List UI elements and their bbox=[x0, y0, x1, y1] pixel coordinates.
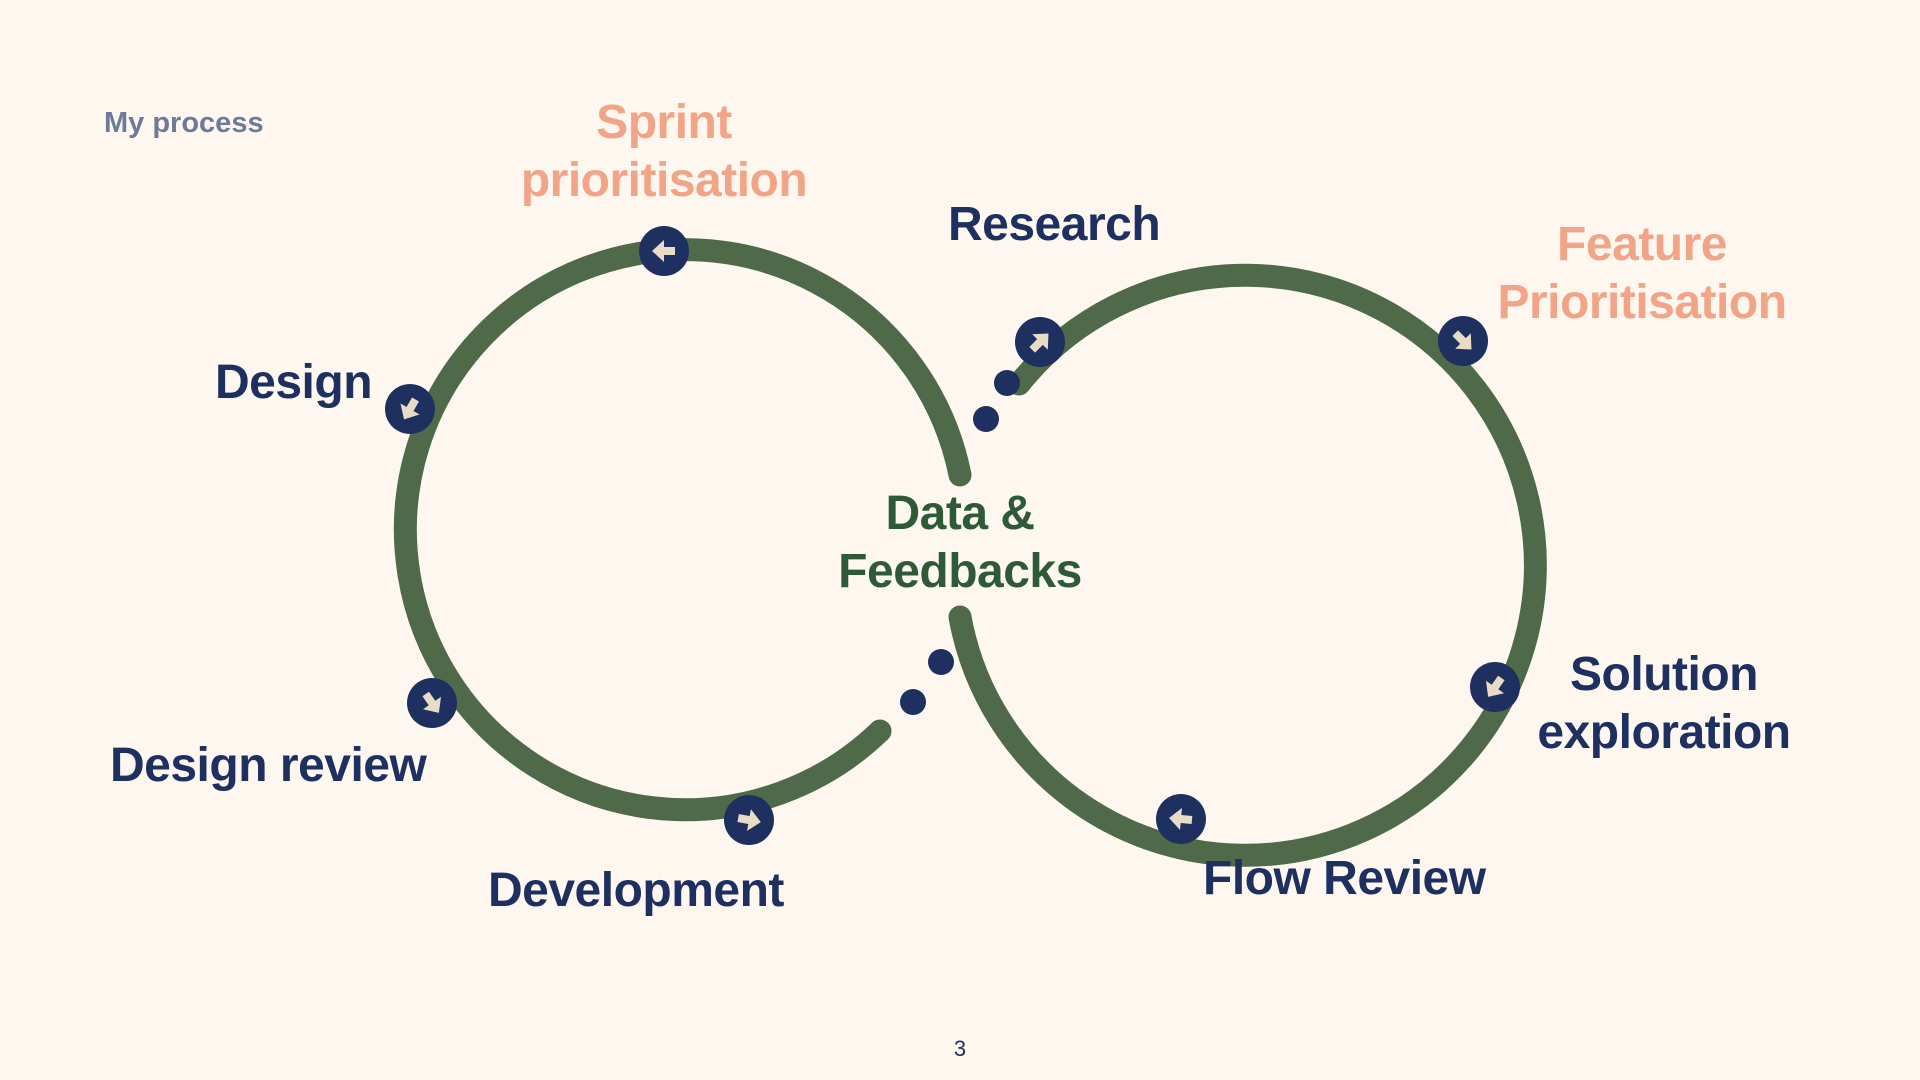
label-solution-exploration: Solution exploration bbox=[1524, 646, 1804, 761]
page-number: 3 bbox=[953, 1036, 967, 1061]
label-feature-prioritisation: Feature Prioritisation bbox=[1482, 216, 1802, 331]
label-research: Research bbox=[948, 198, 1161, 251]
sprint-prioritisation-node-arrow-icon bbox=[639, 226, 689, 276]
design-node-arrow-icon bbox=[385, 384, 435, 434]
label-sprint-prioritisation: Sprint prioritisation bbox=[514, 94, 814, 209]
section-title: My process bbox=[104, 107, 264, 139]
development-node-arrow-icon bbox=[724, 795, 774, 845]
feature-prioritisation-node-arrow-icon bbox=[1438, 316, 1488, 366]
center-label: Data & Feedbacks bbox=[810, 485, 1110, 600]
left-loop-path bbox=[393, 238, 972, 822]
center-label-line-1: Data & bbox=[885, 487, 1035, 540]
label-design: Design bbox=[215, 356, 373, 409]
connector-dot-lower-2 bbox=[900, 689, 926, 715]
label-solution-exploration-line-1: Solution bbox=[1570, 648, 1758, 701]
label-sprint-prioritisation-line-2: prioritisation bbox=[520, 153, 808, 207]
label-feature-prioritisation-line-1: Feature bbox=[1557, 218, 1727, 271]
research-node-arrow-icon bbox=[1015, 317, 1065, 367]
design-review-node-arrow-icon bbox=[407, 678, 457, 728]
label-flow-review: Flow Review bbox=[1203, 852, 1486, 905]
connector-dot-upper-1 bbox=[994, 370, 1020, 396]
label-solution-exploration-line-2: exploration bbox=[1537, 705, 1791, 759]
label-feature-prioritisation-line-2: Prioritisation bbox=[1497, 275, 1787, 329]
connector-dot-lower-1 bbox=[928, 649, 954, 675]
connector-dot-upper-2 bbox=[973, 406, 999, 432]
label-development: Development bbox=[488, 864, 784, 917]
label-sprint-prioritisation-line-1: Sprint bbox=[596, 96, 732, 149]
center-label-line-2: Feedbacks bbox=[838, 544, 1082, 598]
flow-review-node-arrow-icon bbox=[1156, 794, 1206, 844]
right-loop-path bbox=[948, 263, 1547, 867]
solution-exploration-node-arrow-icon bbox=[1470, 662, 1520, 712]
label-design-review: Design review bbox=[110, 739, 427, 792]
